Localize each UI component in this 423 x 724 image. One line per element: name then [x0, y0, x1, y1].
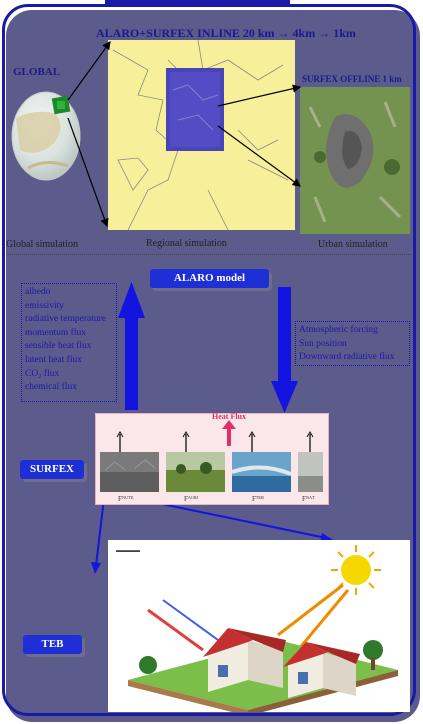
tile-label: Fᵀᴱᴮ: [252, 495, 264, 503]
regional-simulation-label: Regional simulation: [146, 238, 227, 249]
input-item: Atmospheric forcing: [299, 325, 378, 335]
output-item: albedo: [25, 287, 51, 297]
europe-map: [108, 40, 295, 230]
globe-image: [11, 91, 81, 181]
svg-text:▬▬▬▬: ▬▬▬▬: [116, 548, 140, 554]
urban-satellite-image: [300, 87, 410, 234]
input-item: Downward radiative flux: [299, 352, 395, 363]
teb-urban-illustration: ▬▬▬▬: [108, 540, 410, 712]
tile-nature: [298, 452, 323, 492]
heat-flux-title: Heat Flux: [212, 412, 246, 421]
tile-water: [232, 452, 291, 492]
tile-label: Fᴬᴳᴿᴵ: [184, 495, 199, 503]
output-item: emissivity: [25, 300, 65, 311]
output-item: latent heat flux: [25, 354, 82, 365]
tile-town: [100, 452, 159, 492]
input-item: Sun position: [299, 338, 347, 349]
top-connection-arrows: [67, 41, 302, 228]
teb-button[interactable]: TEB: [23, 635, 82, 654]
tile-label: Fᴺᴬᵀ: [302, 495, 315, 503]
offline-label: SURFEX OFFLINE 1 km: [302, 74, 402, 84]
tile-flux-arrows: [116, 431, 314, 452]
global-simulation-label: Global simulation: [6, 239, 78, 250]
output-item: chemical flux: [25, 382, 77, 393]
surfex-button[interactable]: SURFEX: [20, 460, 84, 479]
section-divider: [6, 254, 411, 255]
top-tab: [105, 0, 290, 6]
inline-title: ALARO+SURFEX INLINE 20 km → 4km → 1km: [96, 26, 356, 40]
urban-simulation-label: Urban simulation: [318, 239, 388, 250]
tile-agriculture: [166, 452, 225, 492]
output-item: CO₂ flux: [25, 368, 60, 379]
output-item: momentum flux: [25, 327, 86, 338]
output-item: sensible heat flux: [25, 341, 92, 352]
output-item: radiative temperature: [25, 314, 106, 325]
global-label: GLOBAL: [13, 66, 61, 78]
tile-label: Fᴺᵁᵀᴱ: [118, 495, 134, 503]
surface-output-list: albedo emissivity radiative temperature …: [21, 283, 117, 402]
atmospheric-input-list: Atmospheric forcing Sun position Downwar…: [295, 321, 410, 366]
alaro-model-button[interactable]: ALARO model: [150, 269, 269, 288]
heat-flux-arrow: [222, 420, 236, 446]
